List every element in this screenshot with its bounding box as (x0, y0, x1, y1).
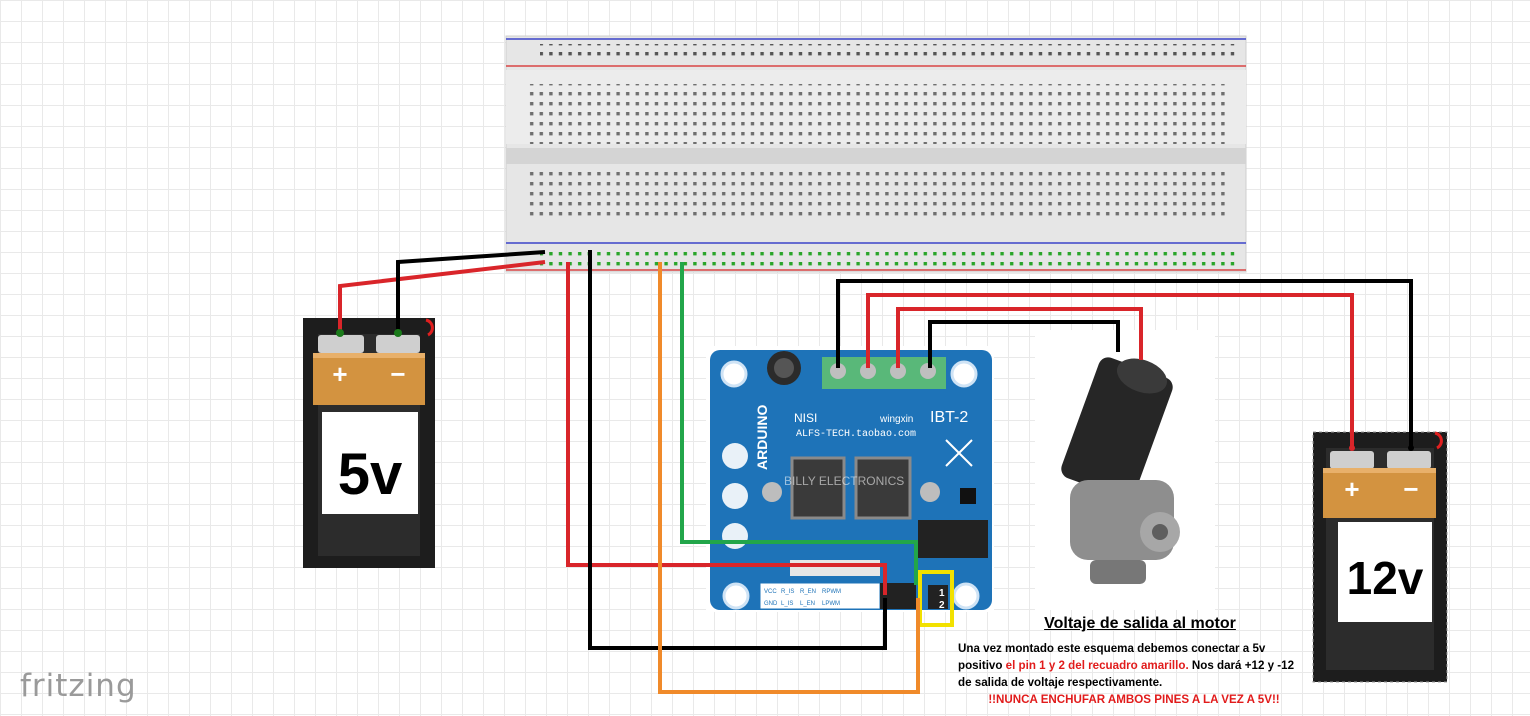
battery-12v-minus: − (1403, 474, 1418, 504)
mount-hole (720, 360, 748, 388)
wire-5v-positive (338, 260, 546, 333)
wire-12v-ground (836, 279, 1413, 448)
pin-label: R_IS (781, 589, 794, 595)
pin-labels: VCC R_IS R_EN RPWM GND L_IS L_EN LPWM (764, 589, 841, 607)
battery-12v-plus: + (1344, 474, 1359, 504)
pin-label: GND (764, 601, 778, 607)
terminal-minus-12v (1387, 451, 1431, 469)
note-line1: Una vez montado este esquema debemos con… (958, 642, 1266, 672)
mount-hole (950, 360, 978, 388)
wire-vcc (566, 262, 887, 595)
battery-12v (1312, 431, 1448, 683)
board-name: IBT-2 (930, 409, 968, 426)
watermark: BILLY ELECTRONICS (784, 474, 904, 488)
pin-label: L_IS (781, 601, 793, 607)
screw-icon (920, 482, 940, 502)
terminal-plus (318, 335, 364, 353)
wire-12v-positive (866, 293, 1354, 448)
pin-label: RPWM (822, 589, 841, 595)
note-title: Voltaje de salida al motor (1044, 615, 1236, 632)
wire-motor-b (928, 320, 1120, 368)
wire-enable-green (680, 262, 918, 585)
pin-label: L_EN (800, 601, 815, 607)
breadboard (505, 35, 1247, 273)
wire-gnd (588, 250, 887, 650)
mount-hole (952, 582, 980, 610)
center-channel (506, 148, 1246, 164)
board-nisi: NISI (794, 411, 817, 425)
pin-number-1: 1 (939, 588, 945, 599)
terminal-plus-12v (1330, 451, 1374, 469)
battery-5v-minus: − (390, 359, 405, 389)
screw-icon (762, 482, 782, 502)
pin-label: R_EN (800, 589, 816, 595)
battery-12v-label: 12v (1347, 552, 1424, 604)
battery-5v-label: 5v (338, 442, 403, 507)
board-url: ALFS-TECH.taobao.com (796, 428, 916, 440)
pin-label: VCC (764, 589, 777, 595)
dc-motor (1035, 330, 1215, 610)
weee-icon (945, 439, 973, 467)
note-paragraph: Una vez montado este esquema debemos con… (958, 640, 1310, 708)
bottom-power-rail (540, 247, 1240, 267)
note-warning: !!NUNCA ENCHUFAR AMBOS PINES A LA VEZ A … (988, 693, 1280, 706)
pin-number-2: 2 (939, 600, 945, 611)
note-line2: Nos dará +12 y -12 de salida de voltaje … (958, 659, 1295, 689)
mount-hole (722, 582, 750, 610)
logic-chip (918, 520, 988, 558)
battery-5v-plus: + (332, 359, 347, 389)
wire-pwm-orange (658, 262, 920, 694)
ibt2-driver-board (706, 346, 994, 612)
pin-label: LPWM (822, 601, 840, 607)
wire-motor-a (896, 307, 1143, 368)
wire-5v-ground (396, 250, 546, 333)
terminal-minus (376, 335, 420, 353)
bottom-terminal-strip (525, 166, 1225, 222)
board-wingxin: wingxin (879, 414, 913, 425)
battery-5v (303, 318, 435, 568)
top-power-rail (540, 44, 1240, 62)
note-highlight: el pin 1 y 2 del recuadro amarillo. (1005, 659, 1189, 672)
top-terminal-strip (525, 84, 1225, 144)
wires (338, 250, 1413, 694)
mosfet-left (790, 456, 846, 520)
mosfet-right (854, 456, 912, 520)
board-brand: ARDUINO (754, 405, 770, 470)
fritzing-logo: fritzing (20, 668, 137, 704)
